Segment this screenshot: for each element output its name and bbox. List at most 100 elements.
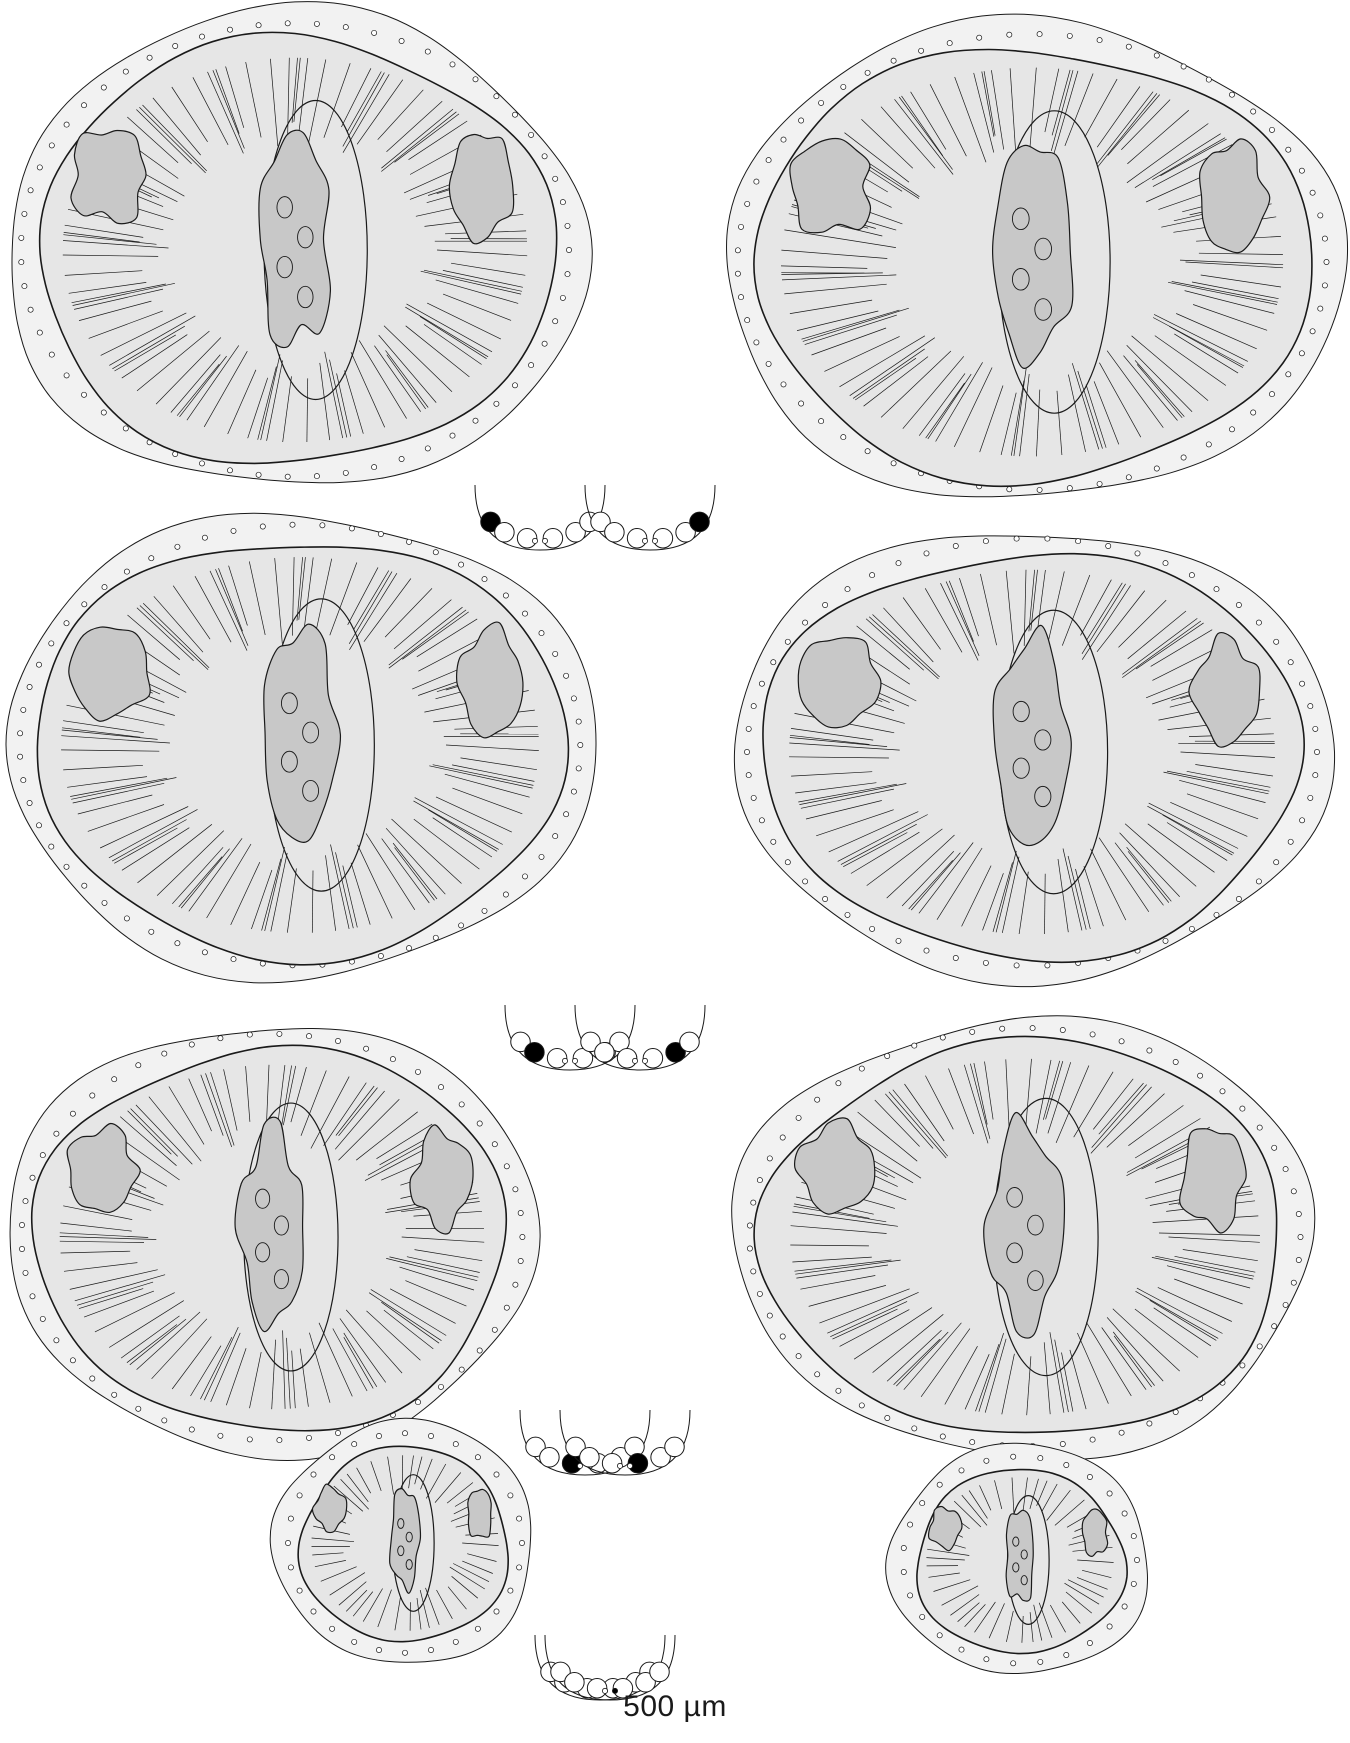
- rim-pore: [297, 1493, 302, 1498]
- rim-pore: [70, 1111, 75, 1116]
- rim-pore: [781, 382, 786, 387]
- rim-pore: [18, 754, 23, 759]
- rim-pore: [376, 1647, 381, 1652]
- right-organ: [1082, 1509, 1107, 1556]
- rim-pore: [428, 1433, 433, 1438]
- rim-pore: [101, 85, 106, 90]
- rim-pore: [508, 1588, 513, 1593]
- rim-pore: [124, 916, 129, 921]
- rim-pore: [227, 27, 232, 32]
- rim-pore: [49, 352, 54, 357]
- rim-pore: [735, 271, 740, 276]
- rim-pore: [415, 1069, 420, 1074]
- rim-pore: [19, 1246, 24, 1251]
- key-small-dot: [617, 1463, 622, 1468]
- left-organ: [71, 130, 146, 223]
- rim-pore: [746, 726, 751, 731]
- rim-pore: [1154, 53, 1159, 58]
- rim-pore: [1300, 818, 1305, 823]
- rim-pore: [124, 569, 129, 574]
- rim-pore: [1288, 839, 1293, 844]
- rim-pore: [189, 1042, 194, 1047]
- rim-pore: [751, 1269, 756, 1274]
- rim-pore: [1090, 1032, 1095, 1037]
- position-key-row2-left: [505, 1005, 635, 1070]
- rim-pore: [1011, 1661, 1016, 1666]
- rim-pore: [571, 789, 576, 794]
- rim-pore: [953, 543, 958, 548]
- rim-pore: [1310, 190, 1315, 195]
- rim-pore: [746, 773, 751, 778]
- rim-pore: [1251, 410, 1256, 415]
- rim-pore: [162, 1051, 167, 1056]
- rim-pore: [1240, 1106, 1245, 1111]
- section-row2-right: [734, 536, 1334, 987]
- rim-pore: [475, 1455, 480, 1460]
- key-small-dot: [532, 538, 537, 543]
- rim-pore: [1135, 551, 1140, 556]
- rim-pore: [859, 1066, 864, 1071]
- rim-pore: [175, 941, 180, 946]
- rim-pore: [751, 1200, 756, 1205]
- rim-pore: [799, 401, 804, 406]
- key-marker-filled: [525, 1043, 545, 1063]
- rim-pore: [940, 1434, 945, 1439]
- rim-pore: [23, 1199, 28, 1204]
- rim-pore: [27, 684, 32, 689]
- rim-pore: [1198, 1073, 1203, 1078]
- rim-pore: [1272, 1324, 1277, 1329]
- rim-pore: [49, 143, 54, 148]
- rim-pore: [290, 522, 295, 527]
- rim-pore: [937, 1482, 942, 1487]
- rim-pore: [1007, 487, 1012, 492]
- rim-pore: [771, 839, 776, 844]
- rim-pore: [859, 1403, 864, 1408]
- rim-pore: [28, 307, 33, 312]
- rim-pore: [1214, 587, 1219, 592]
- rim-pore: [819, 419, 824, 424]
- rim-pore: [494, 1609, 499, 1614]
- rim-pore: [1308, 704, 1313, 709]
- key-small-dot: [652, 538, 657, 543]
- rim-pore: [459, 1102, 464, 1107]
- rim-pore: [1300, 681, 1305, 686]
- rim-pore: [1229, 427, 1234, 432]
- rim-pore: [785, 860, 790, 865]
- rim-pore: [1236, 602, 1241, 607]
- rim-pore: [415, 1400, 420, 1405]
- rim-pore: [1298, 1234, 1303, 1239]
- rim-pore: [766, 361, 771, 366]
- rim-pore: [1126, 44, 1131, 49]
- rim-pore: [1296, 1257, 1301, 1262]
- rim-pore: [1236, 896, 1241, 901]
- key-marker: [650, 1662, 670, 1682]
- rim-pore: [1310, 329, 1315, 334]
- rim-pore: [28, 188, 33, 193]
- rim-pore: [566, 247, 571, 252]
- rim-pore: [896, 938, 901, 943]
- rim-pore: [149, 556, 154, 561]
- rim-pore: [1030, 1026, 1035, 1031]
- rim-pore: [64, 621, 69, 626]
- rim-pore: [494, 94, 499, 99]
- rim-pore: [518, 1210, 523, 1215]
- rim-pore: [1189, 926, 1194, 931]
- rim-pore: [1313, 773, 1318, 778]
- rim-pore: [428, 1647, 433, 1652]
- rim-pore: [803, 879, 808, 884]
- rim-pore: [517, 1565, 522, 1570]
- rim-pore: [504, 1164, 509, 1169]
- rim-pore: [512, 112, 517, 117]
- rim-pore: [1147, 1048, 1152, 1053]
- rim-pore: [425, 49, 430, 54]
- rim-pore: [459, 923, 464, 928]
- rim-pore: [433, 550, 438, 555]
- key-marker: [665, 1437, 685, 1457]
- rim-pore: [754, 340, 759, 345]
- rim-pore: [1296, 1211, 1301, 1216]
- rim-pore: [983, 960, 988, 965]
- key-marker: [595, 1043, 615, 1063]
- rim-pore: [565, 272, 570, 277]
- rim-pore: [54, 1338, 59, 1343]
- rim-pore: [1038, 1456, 1043, 1461]
